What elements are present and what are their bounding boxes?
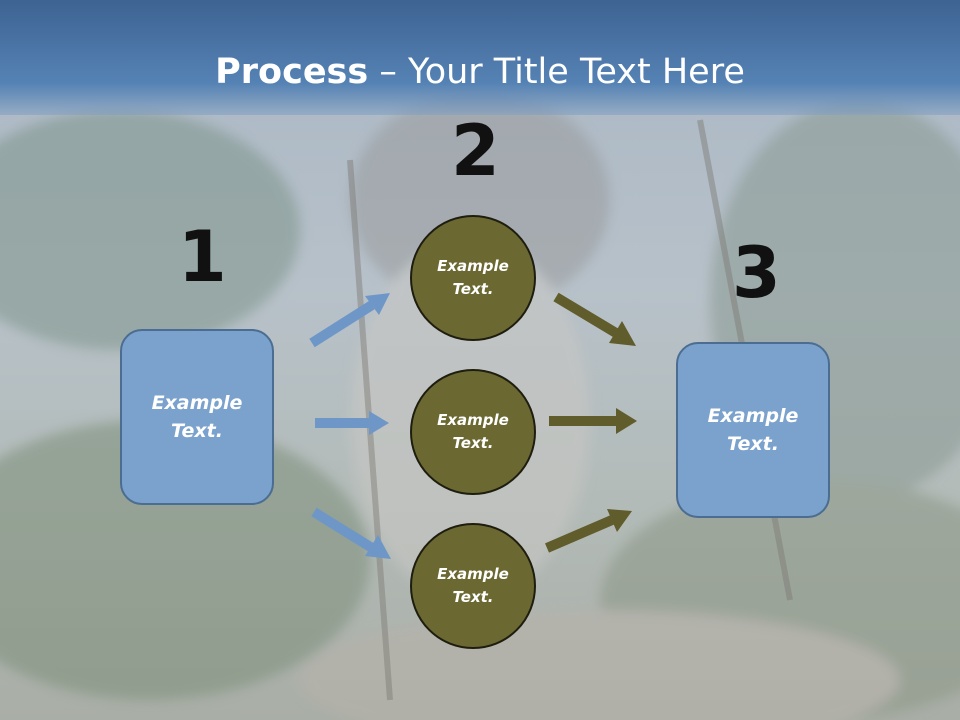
olive-arrow-down xyxy=(553,292,636,346)
step-number-2: 2 xyxy=(451,110,500,192)
title-rest: – Your Title Text Here xyxy=(368,52,745,92)
step-number-1: 1 xyxy=(178,216,227,298)
title-bold: Process xyxy=(215,52,369,92)
step-number-3: 3 xyxy=(732,232,781,314)
blue-arrow-up xyxy=(309,293,390,348)
page-title: Process – Your Title Text Here xyxy=(0,52,960,92)
blue-arrow-right xyxy=(315,411,389,435)
olive-arrow-right xyxy=(549,408,637,434)
title-bar xyxy=(0,0,960,115)
olive-arrow-up xyxy=(545,509,632,553)
blue-arrow-down xyxy=(311,507,391,559)
